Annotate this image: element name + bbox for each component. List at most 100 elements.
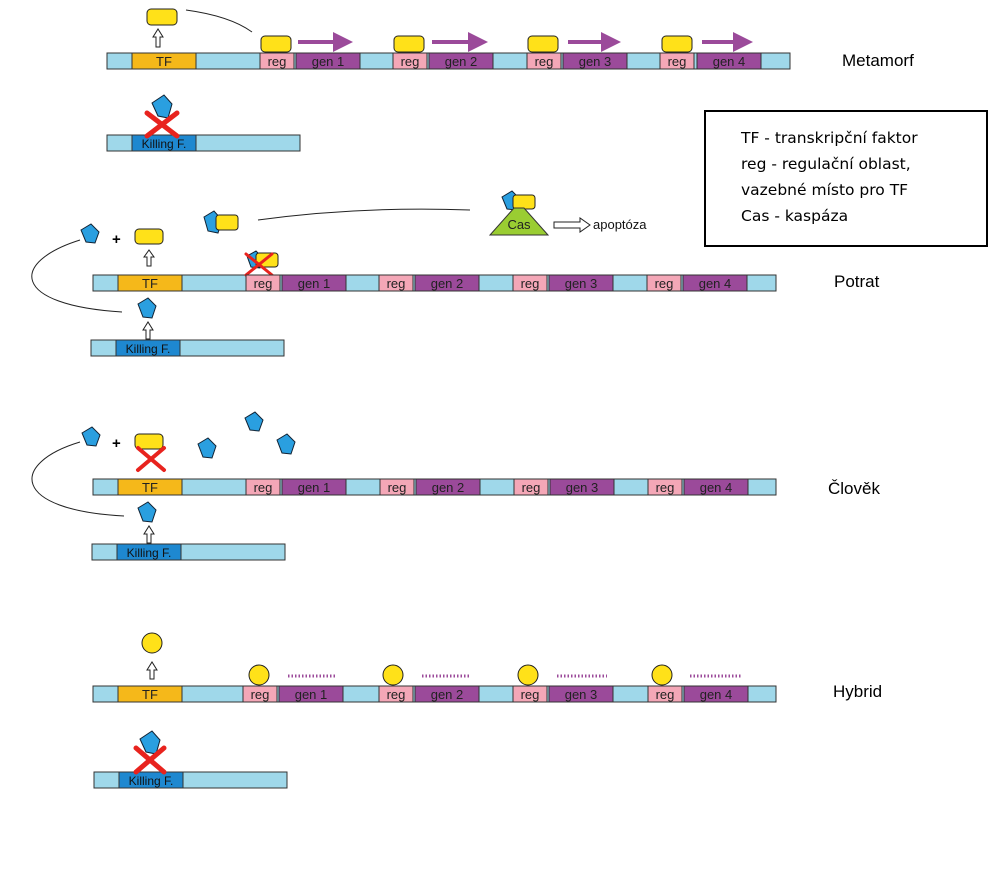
killing-label: Killing F. bbox=[142, 137, 187, 151]
gene bbox=[415, 478, 481, 496]
caspase-label: Cas bbox=[507, 217, 531, 232]
up-arrow-icon bbox=[142, 321, 154, 340]
reg-region bbox=[379, 478, 415, 496]
reg-label: reg bbox=[655, 276, 674, 291]
gene-unit-1: reg gen 1 bbox=[245, 478, 347, 496]
legend-line-1: TF - transkripční faktor bbox=[740, 129, 918, 147]
killing-label: Killing F. bbox=[126, 342, 171, 356]
reg-label: reg bbox=[521, 687, 540, 702]
reg-label: reg bbox=[401, 54, 420, 69]
legend-line-2: reg - regulační oblast, bbox=[741, 155, 911, 173]
reg-region bbox=[647, 685, 683, 703]
reg-region bbox=[245, 274, 281, 292]
killing-protein bbox=[81, 426, 101, 447]
killing-protein bbox=[197, 437, 217, 459]
gene-label: gen 2 bbox=[445, 54, 478, 69]
reg-region bbox=[526, 52, 562, 70]
reg-region bbox=[242, 685, 278, 703]
up-arrow-icon bbox=[143, 249, 155, 267]
legend-line-3: vazebné místo pro TF bbox=[741, 181, 908, 199]
cross-icon bbox=[144, 110, 180, 139]
section-potrat: Cas apoptóza + TF reg gen 1 reg bbox=[31, 190, 880, 357]
gene-label: gen 4 bbox=[700, 687, 733, 702]
reg-region bbox=[647, 478, 683, 496]
reg-label: reg bbox=[268, 54, 287, 69]
killing-protein bbox=[80, 223, 100, 244]
section-metamorf: TF reg gen 1 reg gen 2 reg gen 3 bbox=[106, 8, 914, 152]
killing-label: Killing F. bbox=[127, 546, 172, 560]
gene-unit-1: reg gen 1 bbox=[259, 32, 361, 70]
section-title-hybrid: Hybrid bbox=[833, 682, 882, 701]
gene-label: gen 3 bbox=[565, 276, 598, 291]
connector-line bbox=[257, 208, 471, 221]
reg-label: reg bbox=[388, 480, 407, 495]
tf-gene-label: TF bbox=[156, 54, 172, 69]
gene-unit-2: reg gen 2 bbox=[392, 32, 494, 70]
section-title-potrat: Potrat bbox=[834, 272, 880, 291]
right-arrow-icon bbox=[553, 217, 591, 233]
tf-gene bbox=[117, 274, 183, 292]
reg-region bbox=[512, 274, 548, 292]
gene-unit-2: reg gen 2 bbox=[378, 274, 480, 292]
reg-region bbox=[659, 52, 695, 70]
gene bbox=[683, 478, 749, 496]
gene-unit-4: reg gen 4 bbox=[659, 32, 762, 70]
gene-label: gen 4 bbox=[713, 54, 746, 69]
gene bbox=[281, 274, 347, 292]
legend-line-4: Cas - kaspáza bbox=[741, 207, 848, 225]
section-title-clovek: Člověk bbox=[828, 479, 880, 498]
up-arrow-icon bbox=[143, 525, 155, 544]
tf-protein bbox=[512, 194, 536, 210]
gene bbox=[278, 685, 344, 703]
cross-icon bbox=[133, 745, 167, 775]
up-arrow-icon bbox=[146, 661, 158, 680]
cross-icon bbox=[136, 446, 166, 472]
tf-gene bbox=[131, 52, 197, 70]
feedback-loop bbox=[31, 239, 123, 313]
gene-label: gen 2 bbox=[431, 276, 464, 291]
hybrid-tf-protein bbox=[248, 664, 270, 686]
connector-line bbox=[185, 9, 253, 33]
tf-gene-label: TF bbox=[142, 276, 158, 291]
reg-region bbox=[259, 52, 295, 70]
gene bbox=[281, 478, 347, 496]
hybrid-tf-protein bbox=[382, 664, 404, 686]
gene bbox=[414, 274, 480, 292]
gene-label: gen 2 bbox=[432, 480, 465, 495]
hybrid-tf-protein bbox=[651, 664, 673, 686]
cross-icon bbox=[244, 252, 274, 277]
reg-label: reg bbox=[251, 687, 270, 702]
tf-gene-label: TF bbox=[142, 480, 158, 495]
reg-region bbox=[512, 685, 548, 703]
reg-region bbox=[378, 685, 414, 703]
tf-protein bbox=[134, 433, 164, 450]
feedback-loop bbox=[31, 441, 125, 517]
gene-unit-3: reg gen 3 bbox=[513, 478, 615, 496]
gene-unit-3: reg gen 3 bbox=[526, 32, 628, 70]
reg-label: reg bbox=[387, 276, 406, 291]
gene bbox=[428, 52, 494, 70]
legend-box: TF - transkripční faktor reg - regulační… bbox=[704, 110, 988, 247]
tf-gene bbox=[117, 478, 183, 496]
reg-label: reg bbox=[254, 276, 273, 291]
reg-label: reg bbox=[387, 687, 406, 702]
killing-protein bbox=[151, 94, 173, 119]
tf-protein bbox=[661, 35, 693, 53]
gene-label: gen 1 bbox=[312, 54, 345, 69]
gene-unit-2: reg gen 2 bbox=[379, 478, 481, 496]
up-arrow-icon bbox=[152, 28, 164, 48]
section-hybrid: TF reg gen 1 reg gen 2 reg gen 3 bbox=[92, 632, 882, 789]
tf-protein bbox=[527, 35, 559, 53]
gene bbox=[295, 52, 361, 70]
tf-protein bbox=[215, 214, 239, 231]
gene-unit-4: reg gen 4 bbox=[647, 664, 749, 703]
reg-label: reg bbox=[522, 480, 541, 495]
killing-gene bbox=[116, 543, 182, 561]
hybrid-tf-protein bbox=[141, 632, 163, 654]
tf-protein bbox=[393, 35, 425, 53]
reg-label: reg bbox=[521, 276, 540, 291]
reg-region bbox=[513, 478, 549, 496]
reg-region bbox=[378, 274, 414, 292]
killing-protein bbox=[137, 297, 157, 319]
killing-gene bbox=[115, 339, 181, 357]
